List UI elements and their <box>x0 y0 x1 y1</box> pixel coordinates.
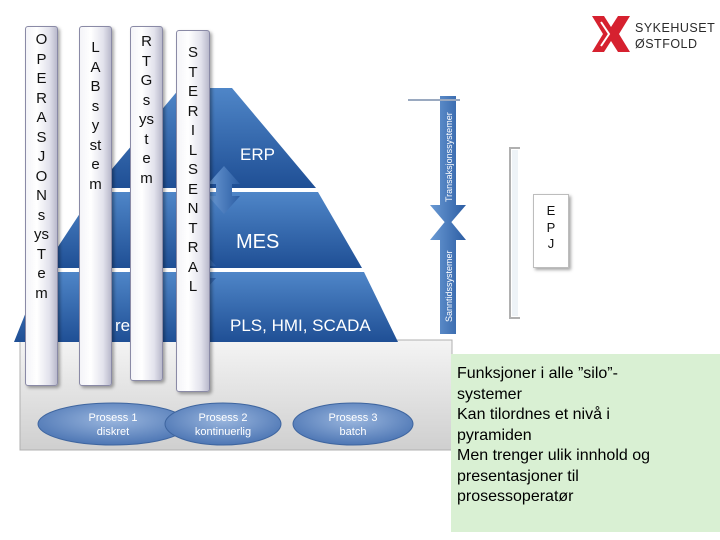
note-box: Funksjoner i alle ”silo”- systemer Kan t… <box>451 354 720 532</box>
process-1-line1: Prosess 1 <box>89 412 138 424</box>
logo-line1: SYKEHUSET <box>635 21 716 35</box>
column-lab: L A B s y st e m <box>79 26 112 386</box>
process-1-line2: diskret <box>97 426 129 438</box>
note-line: Funksjoner i alle ”silo”- <box>457 365 618 382</box>
column-operasjon-text: O P E R A S J O N s ys T e m <box>34 31 49 302</box>
column-sterilsentral-text: S T E R I L S E N T R A L <box>187 44 199 295</box>
epj-box: E P J <box>533 194 569 268</box>
arrow-transaction <box>430 96 466 226</box>
note-line: Kan tilordnes et nivå i <box>457 406 610 423</box>
epj-label: E P J <box>546 203 556 251</box>
column-operasjon: O P E R A S J O N s ys T e m <box>25 26 58 386</box>
column-lab-text: L A B s y st e m <box>89 39 102 193</box>
hospital-logo-icon <box>592 16 630 52</box>
note-line: pyramiden <box>457 426 532 444</box>
note-line: systemer <box>457 385 522 403</box>
column-rtg-text: R T G s ys t e m <box>139 33 154 187</box>
pyramid-top-label: ERP <box>240 145 275 164</box>
process-3-line1: Prosess 3 <box>329 412 378 424</box>
column-rtg: R T G s ys t e m <box>130 26 163 381</box>
process-3-line2: batch <box>340 426 367 438</box>
process-3-ellipse <box>292 402 414 446</box>
epj-bracket-band <box>512 150 518 316</box>
pyramid-middle-label: MES <box>236 231 279 253</box>
arrow-erp-mes <box>208 166 240 214</box>
arrow-realtime <box>430 218 466 334</box>
realtime-systems-label: Sanntidssystemer <box>444 250 454 322</box>
logo-line2: ØSTFOLD <box>635 37 698 51</box>
note-line: prosessoperatør <box>457 488 574 505</box>
note-line: presentasjoner til <box>457 467 579 485</box>
process-2-line1: Prosess 2 <box>199 412 248 424</box>
pyramid-bottom-label: PLS, HMI, SCADA <box>230 316 371 335</box>
process-2-ellipse <box>164 402 282 446</box>
transaction-systems-label: Transaksjonssystemer <box>444 112 454 202</box>
column-sterilsentral: S T E R I L S E N T R A L <box>176 30 210 392</box>
process-2-line2: kontinuerlig <box>195 426 251 438</box>
epj-bracket <box>509 147 520 319</box>
note-line: Men trenger ulik innhold og <box>457 447 651 464</box>
pyramid-bottom-prefix: re <box>115 316 130 335</box>
